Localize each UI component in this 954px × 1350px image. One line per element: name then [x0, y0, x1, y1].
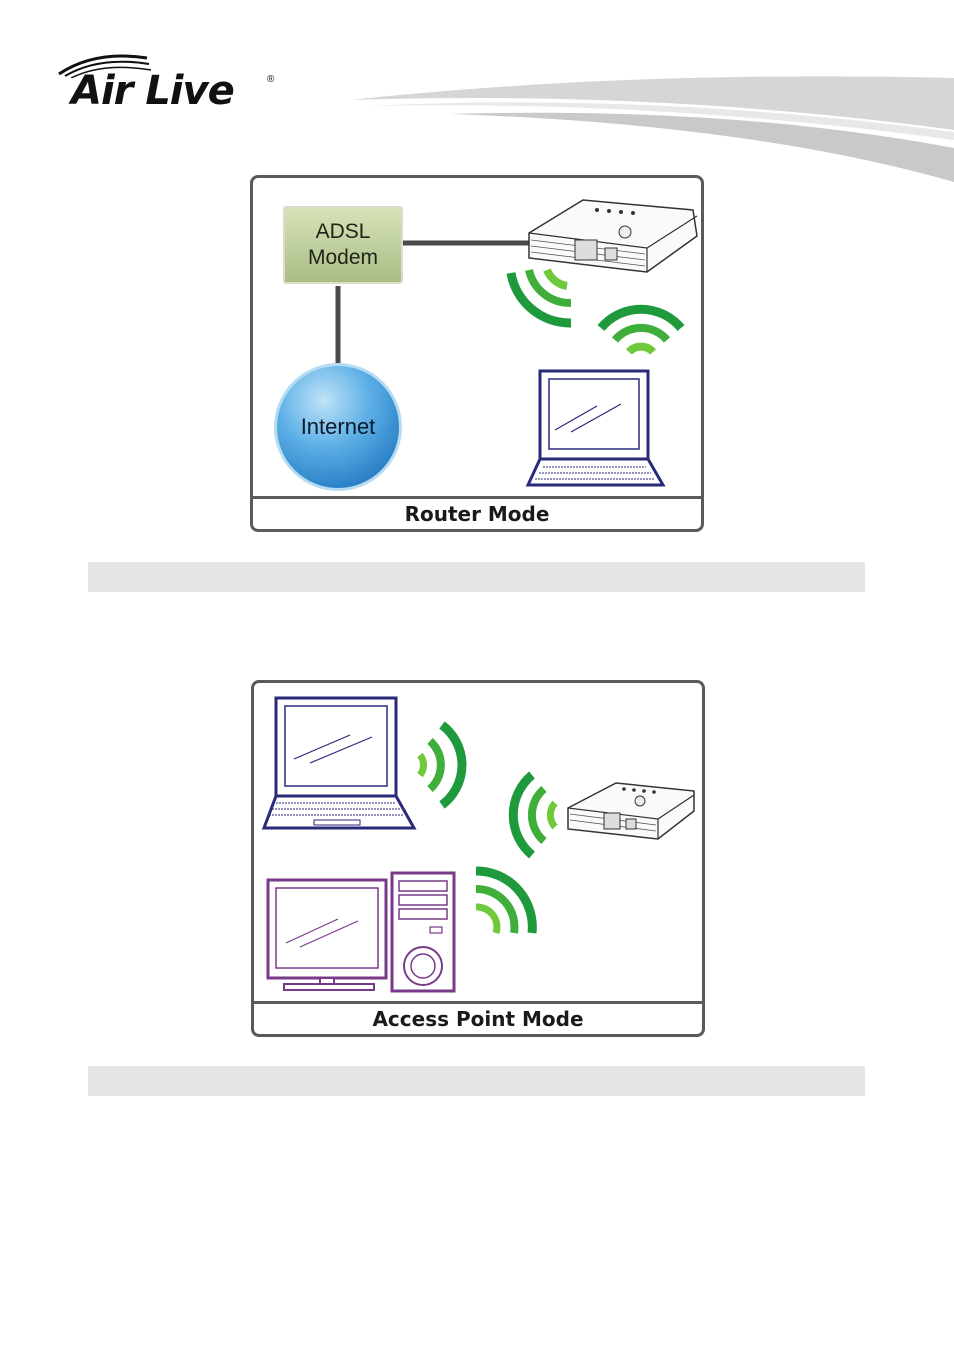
caption-placeholder-bar — [88, 562, 865, 592]
wifi-signal-icon — [597, 304, 685, 355]
desktop-tower-icon — [390, 871, 456, 993]
access-point-mode-illustration — [261, 696, 695, 993]
caption-placeholder-bar — [88, 1066, 865, 1096]
modem-label-line1: ADSL — [315, 220, 371, 243]
access-point-mode-diagram: Access Point Mode — [251, 680, 705, 1037]
laptop-icon — [525, 369, 666, 487]
router-mode-diagram: ADSL Modem Internet Router Mode — [250, 175, 704, 532]
logo-swoosh-icon — [58, 54, 152, 78]
wifi-signal-icon — [417, 721, 467, 809]
router-device-icon — [567, 782, 695, 840]
router-device-icon — [528, 199, 698, 273]
figure-caption: Router Mode — [253, 496, 701, 529]
router-mode-illustration — [335, 199, 698, 487]
wifi-signal-icon — [506, 268, 572, 328]
modem-label-line2: Modem — [307, 246, 379, 269]
adsl-modem-box: ADSL Modem — [283, 206, 403, 284]
airlive-logo: Air Live ® — [55, 48, 285, 118]
logo-registered-mark: ® — [267, 74, 275, 85]
logo-text: Air Live — [71, 68, 235, 114]
wifi-signal-icon — [508, 771, 558, 859]
figure-caption: Access Point Mode — [254, 1001, 702, 1034]
internet-label: Internet — [300, 414, 376, 439]
desktop-monitor-icon — [266, 878, 388, 991]
laptop-icon — [261, 696, 417, 830]
header-swoosh-decoration — [350, 76, 954, 182]
wifi-signal-icon — [475, 866, 537, 935]
internet-globe: Internet — [274, 363, 402, 491]
